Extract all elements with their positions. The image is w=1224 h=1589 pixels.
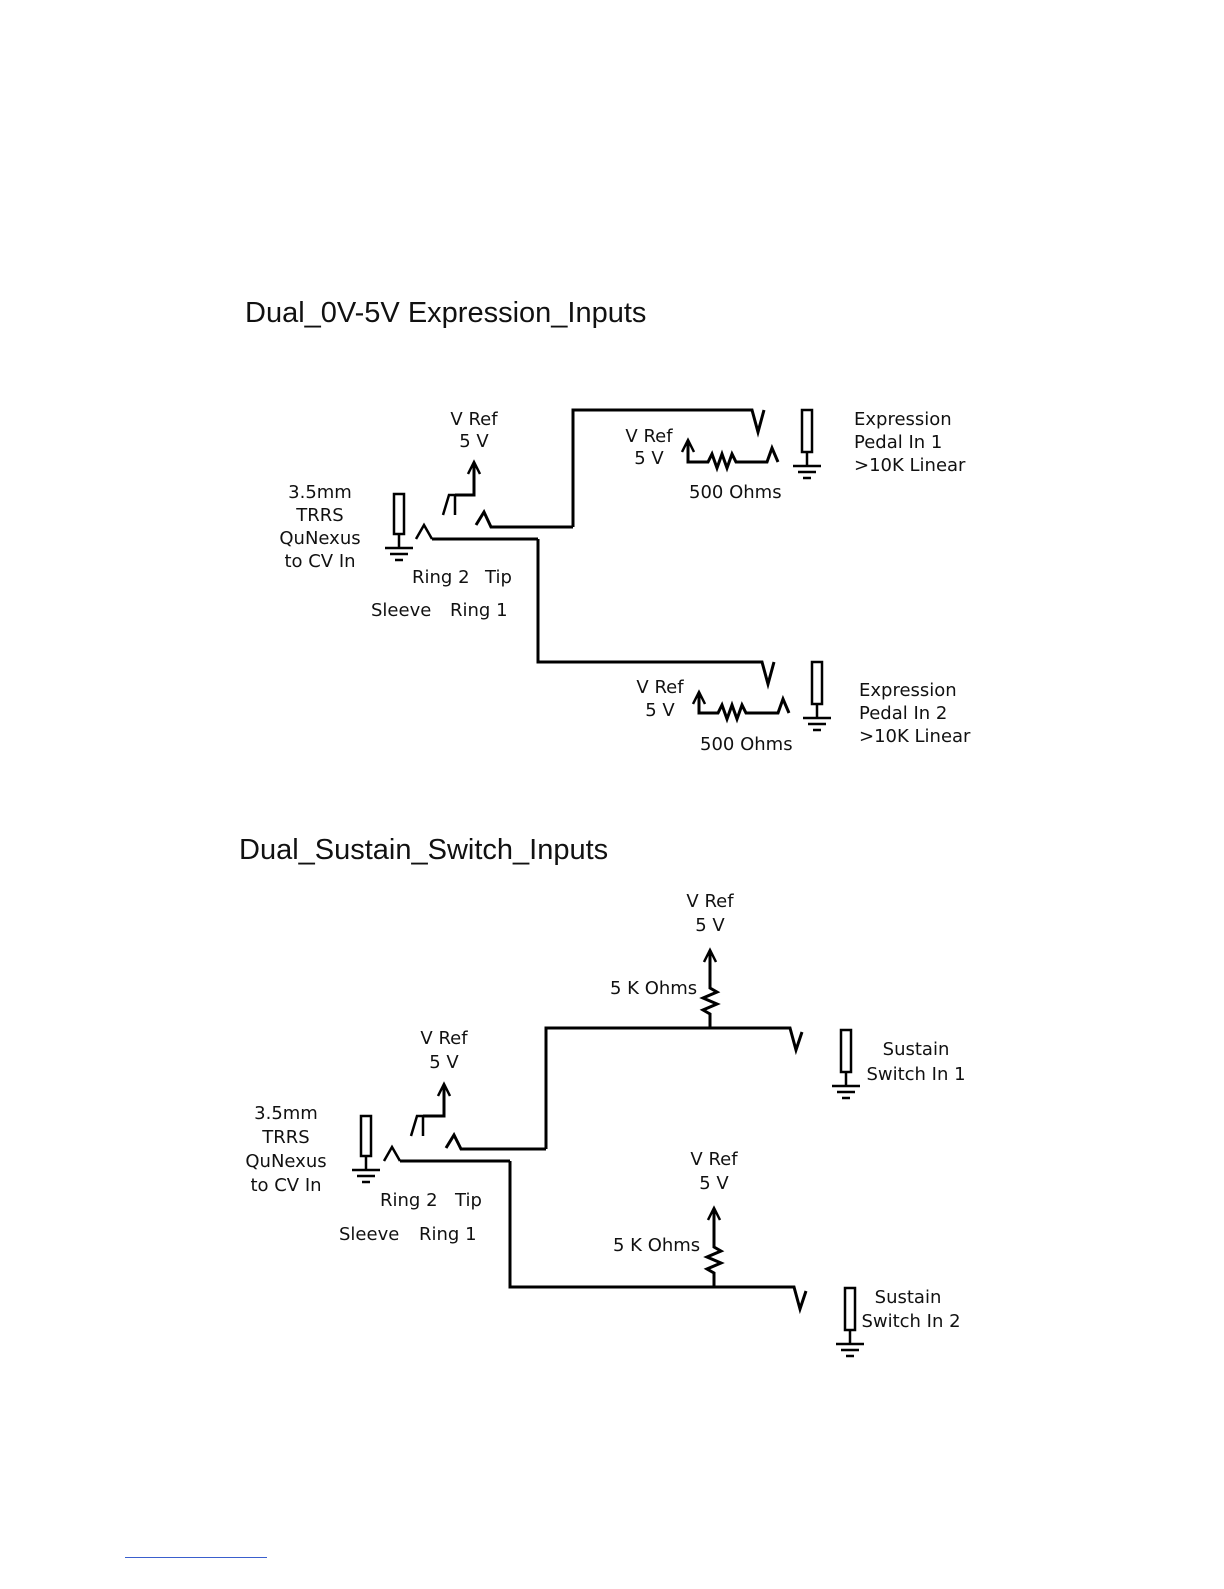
switch1-label-line: Switch In 1 (866, 1064, 965, 1085)
arrow-up-icon (691, 689, 707, 705)
ground-icon (801, 716, 833, 732)
pin-ring2-label: Ring 2 (380, 1190, 438, 1211)
arrow-up-icon (680, 437, 696, 453)
ground-icon (383, 546, 415, 562)
pin-sleeve-label: Sleeve (339, 1224, 399, 1245)
pedal2-resistor (697, 692, 791, 724)
jack-vref-value: 5 V (429, 1052, 459, 1073)
jack-label-line: 3.5mm (254, 1103, 318, 1124)
expression-section: Dual_0V-5V Expression_Inputs V Ref 5 V 3… (245, 297, 971, 755)
pedal1-resistor (686, 440, 780, 473)
pedal1-label-line: Pedal In 1 (854, 432, 942, 453)
pedal1-label-line: Expression (854, 409, 952, 430)
pedal1-resistor-label: 500 Ohms (689, 482, 782, 503)
switch1-vref-value: 5 V (695, 915, 725, 936)
switch2-jack-symbol (843, 1286, 857, 1332)
pedal2-ring-wire (536, 539, 776, 690)
switch2-vref-label: V Ref (690, 1149, 738, 1170)
sustain-jack (350, 1081, 546, 1184)
jack-label-line: to CV In (284, 551, 355, 572)
jack-label-line: TRRS (295, 505, 343, 526)
pedal2-vref-value: 5 V (645, 700, 675, 721)
vref-wire (455, 462, 476, 497)
pin-tip-label: Tip (454, 1190, 482, 1211)
switch2-label-line: Sustain (875, 1287, 942, 1308)
tip-wire (474, 508, 573, 529)
ring2-contact (382, 1144, 402, 1162)
ring1-contact (441, 493, 457, 516)
pedal1-tip-wire (571, 408, 766, 527)
switch1-jack-symbol (839, 1028, 853, 1074)
jack-label-line: QuNexus (279, 528, 360, 549)
switch1-label-line: Sustain (883, 1039, 950, 1060)
pin-ring2-label: Ring 2 (412, 567, 470, 588)
pedal1-label-line: >10K Linear (854, 455, 966, 476)
arrow-up-icon (706, 1205, 722, 1221)
pedal1-jack-symbol (800, 408, 814, 454)
jack-vref-value: 5 V (459, 431, 489, 452)
jack-vref-label: V Ref (420, 1028, 468, 1049)
jack-sleeve-symbol (359, 1114, 373, 1158)
jack-label-line: to CV In (250, 1175, 321, 1196)
sustain-switch-1 (544, 947, 862, 1149)
ground-icon (791, 464, 823, 480)
arrow-up-icon (702, 947, 718, 963)
ring1-contact (409, 1114, 425, 1137)
jack-label-line: TRRS (261, 1127, 309, 1148)
jack-sleeve-symbol (392, 492, 406, 536)
pedal2-vref-label: V Ref (636, 677, 684, 698)
switch2-resistor-label: 5 K Ohms (613, 1235, 700, 1256)
jack-label-line: 3.5mm (288, 482, 352, 503)
expression-title: Dual_0V-5V Expression_Inputs (245, 297, 646, 329)
pin-tip-label: Tip (484, 567, 512, 588)
arrow-up-icon (466, 459, 482, 475)
expression-pedal-2 (536, 539, 833, 732)
pedal1-vref-label: V Ref (625, 426, 673, 447)
tip-wire (444, 1131, 546, 1151)
arrow-up-icon (436, 1081, 452, 1097)
sustain-section: Dual_Sustain_Switch_Inputs V Ref 5 V 3.5… (239, 834, 966, 1358)
switch1-vref-label: V Ref (686, 891, 734, 912)
sustain-switch-2 (508, 1161, 866, 1358)
pin-sleeve-label: Sleeve (371, 600, 431, 621)
jack-vref-label: V Ref (450, 409, 498, 430)
pin-ring1-label: Ring 1 (450, 600, 508, 621)
pedal1-vref-value: 5 V (634, 448, 664, 469)
switch2-label-line: Switch In 2 (861, 1311, 960, 1332)
pedal2-jack-symbol (810, 660, 824, 706)
ground-icon (834, 1342, 866, 1358)
sustain-title: Dual_Sustain_Switch_Inputs (239, 834, 608, 866)
pedal2-label-line: >10K Linear (859, 726, 971, 747)
footer-rule (125, 1557, 267, 1558)
switch1-resistor (699, 950, 721, 1028)
pedal2-resistor-label: 500 Ohms (700, 734, 793, 755)
jack-label-line: QuNexus (245, 1151, 326, 1172)
vref-wire (423, 1084, 446, 1118)
ground-icon (830, 1084, 862, 1100)
expression-jack (383, 459, 573, 562)
switch1-tip-wire (544, 1026, 804, 1149)
pedal2-label-line: Pedal In 2 (859, 703, 947, 724)
switch1-resistor-label: 5 K Ohms (610, 978, 697, 999)
ring2-contact (414, 522, 434, 540)
ground-icon (350, 1168, 382, 1184)
expression-pedal-1 (571, 408, 823, 527)
pin-ring1-label: Ring 1 (419, 1224, 477, 1245)
switch2-vref-value: 5 V (699, 1173, 729, 1194)
switch2-ring-wire (508, 1161, 808, 1315)
switch2-resistor (703, 1208, 725, 1287)
pedal2-label-line: Expression (859, 680, 957, 701)
